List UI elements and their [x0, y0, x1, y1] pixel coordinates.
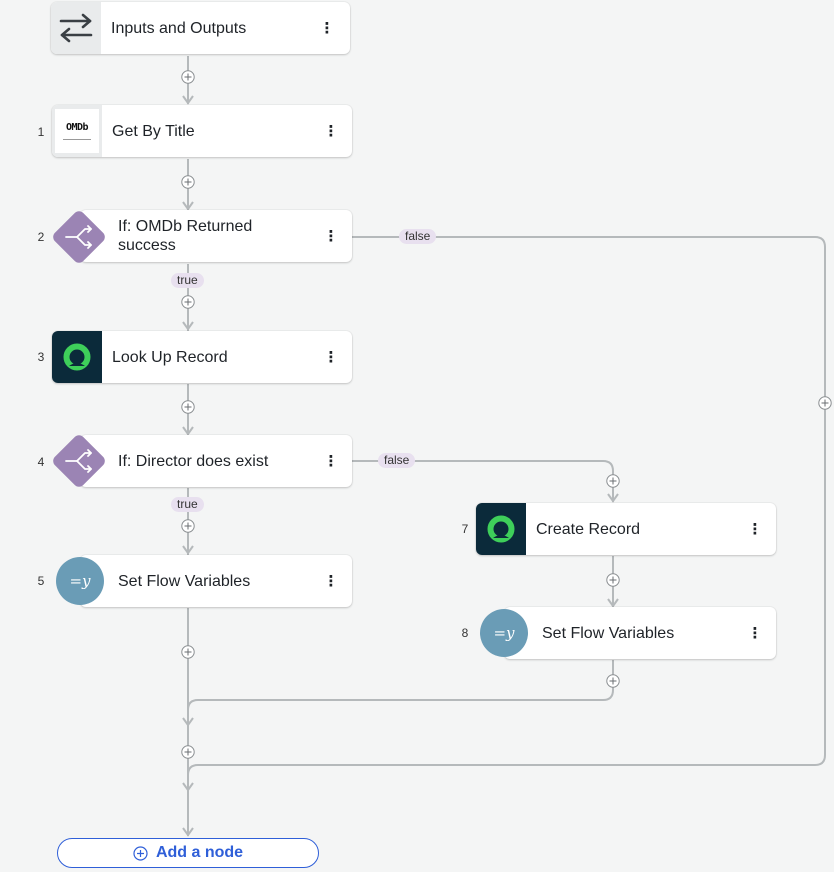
flow-variables-icon: =y [56, 557, 104, 605]
add-step-plus-icon[interactable] [181, 519, 195, 533]
node-if-omdb-success[interactable]: If: OMDb Returned success ⋮ [80, 210, 352, 262]
step-number: 3 [37, 350, 45, 364]
swap-arrows-icon [51, 2, 101, 54]
node-label: Create Record [536, 520, 641, 538]
add-step-plus-icon[interactable] [818, 396, 832, 410]
record-app-icon [52, 331, 102, 383]
omdb-logo-icon: OMDb [52, 105, 102, 157]
add-node-button[interactable]: Add a node [57, 838, 319, 868]
kebab-menu-icon[interactable]: ⋮ [323, 452, 339, 470]
add-step-plus-icon[interactable] [606, 674, 620, 688]
node-set-flow-variables-8[interactable]: Set Flow Variables ⋮ [504, 607, 776, 659]
flow-variables-icon: =y [480, 609, 528, 657]
kebab-menu-icon[interactable]: ⋮ [319, 19, 335, 37]
add-step-plus-icon[interactable] [181, 645, 195, 659]
node-look-up-record[interactable]: Look Up Record ⋮ [52, 331, 352, 383]
branch-false-tag: false [378, 453, 416, 468]
node-label: If: Director does exist [118, 452, 269, 470]
kebab-menu-icon[interactable]: ⋮ [323, 227, 339, 245]
node-label: Get By Title [112, 122, 195, 140]
branch-true-tag: true [171, 497, 204, 512]
branch-true-tag: true [171, 273, 204, 288]
node-label: Inputs and Outputs [111, 19, 247, 37]
add-node-label: Add a node [155, 844, 244, 861]
node-set-flow-variables-5[interactable]: Set Flow Variables ⋮ [80, 555, 352, 607]
node-label: Set Flow Variables [542, 624, 675, 642]
add-step-plus-icon[interactable] [181, 745, 195, 759]
node-label: Look Up Record [112, 348, 228, 366]
step-number: 5 [37, 574, 45, 588]
step-number: 1 [37, 125, 45, 139]
record-app-icon [476, 503, 526, 555]
add-step-plus-icon[interactable] [181, 70, 195, 84]
condition-icon [50, 432, 108, 490]
node-label-line1: If: OMDb Returned [118, 218, 253, 235]
step-number: 8 [461, 626, 469, 640]
add-step-plus-icon[interactable] [606, 573, 620, 587]
kebab-menu-icon[interactable]: ⋮ [747, 520, 763, 538]
plus-circle-icon [133, 845, 148, 861]
node-inputs-outputs[interactable]: Inputs and Outputs ⋮ [51, 2, 350, 54]
add-step-plus-icon[interactable] [181, 400, 195, 414]
step-number: 2 [37, 230, 45, 244]
node-label-line2: success [118, 237, 176, 254]
kebab-menu-icon[interactable]: ⋮ [323, 572, 339, 590]
kebab-menu-icon[interactable]: ⋮ [747, 624, 763, 642]
step-number: 7 [461, 522, 469, 536]
kebab-menu-icon[interactable]: ⋮ [323, 348, 339, 366]
node-get-by-title[interactable]: OMDb Get By Title ⋮ [52, 105, 352, 157]
node-create-record[interactable]: Create Record ⋮ [476, 503, 776, 555]
add-step-plus-icon[interactable] [181, 175, 195, 189]
omdb-logo-text: OMDb [65, 122, 89, 133]
add-step-plus-icon[interactable] [181, 295, 195, 309]
kebab-menu-icon[interactable]: ⋮ [323, 122, 339, 140]
add-step-plus-icon[interactable] [606, 474, 620, 488]
node-label: Set Flow Variables [118, 572, 251, 590]
step-number: 4 [37, 455, 45, 469]
condition-icon [50, 208, 108, 266]
branch-false-tag: false [399, 229, 437, 244]
node-if-director-exists[interactable]: If: Director does exist ⋮ [80, 435, 352, 487]
